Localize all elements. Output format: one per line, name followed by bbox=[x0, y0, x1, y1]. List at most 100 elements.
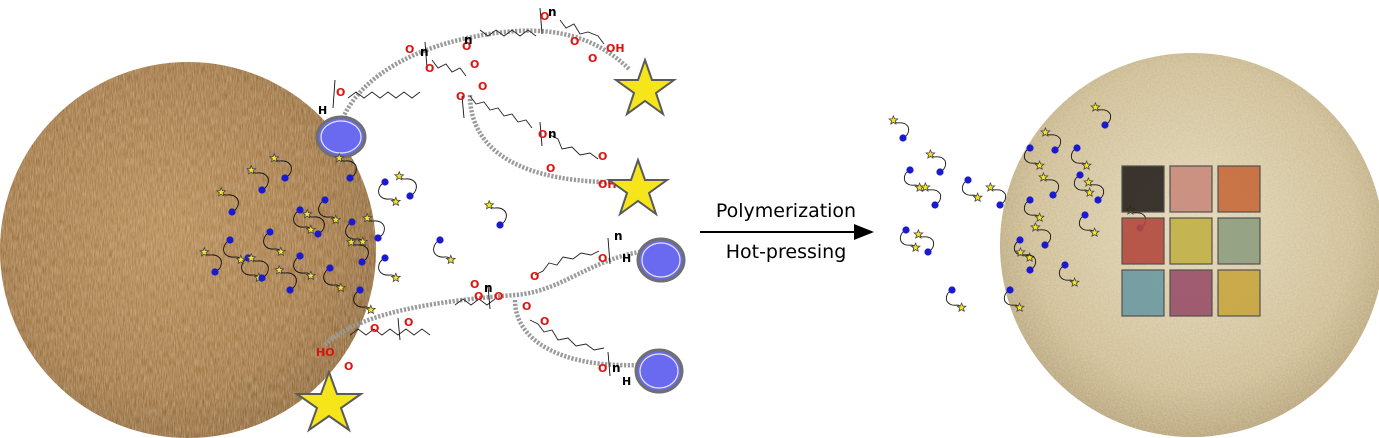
bead-icon bbox=[381, 178, 388, 185]
oxygen-atom: O bbox=[598, 252, 607, 265]
repeat-unit-label: n bbox=[612, 361, 621, 375]
bead-icon bbox=[346, 174, 353, 181]
bead-icon bbox=[356, 286, 363, 293]
oxygen-atom: O bbox=[598, 150, 607, 163]
color-patch bbox=[1170, 166, 1212, 212]
color-patch bbox=[1122, 218, 1164, 264]
arrow-label-bottom: Hot-pressing bbox=[726, 241, 847, 263]
oxygen-atom: O bbox=[456, 90, 465, 103]
repeat-unit-label: n bbox=[614, 229, 623, 243]
bead-icon bbox=[1026, 266, 1033, 273]
oxygen-atom: O bbox=[405, 43, 414, 56]
bead-icon bbox=[902, 226, 909, 233]
oxygen-atom: O bbox=[598, 362, 607, 375]
bead-icon bbox=[1073, 144, 1080, 151]
star-icon bbox=[957, 303, 966, 311]
bead-icon bbox=[936, 168, 943, 175]
repeat-unit-label: n bbox=[548, 127, 557, 141]
repeat-unit-label: n bbox=[464, 33, 473, 47]
oxygen-atom: O bbox=[404, 316, 413, 329]
color-patch bbox=[1170, 270, 1212, 316]
probe-linker bbox=[379, 182, 396, 202]
bead-icon bbox=[948, 286, 955, 293]
bead-icon bbox=[296, 252, 303, 259]
oxygen-atom: O bbox=[546, 162, 555, 175]
repeat-unit-label: n bbox=[484, 281, 493, 295]
star-icon bbox=[367, 305, 376, 313]
oxygen-atom: O bbox=[470, 58, 479, 71]
bead-icon bbox=[281, 174, 288, 181]
color-patch bbox=[1218, 218, 1260, 264]
star-icon bbox=[392, 273, 401, 281]
nanoparticle-icon bbox=[636, 350, 682, 392]
star-icon bbox=[911, 243, 920, 251]
bead-icon bbox=[931, 201, 938, 208]
bead-icon bbox=[1101, 121, 1108, 128]
bead-icon bbox=[326, 264, 333, 271]
bead-icon bbox=[1094, 196, 1101, 203]
bead-icon bbox=[1051, 146, 1058, 153]
repeat-unit-label: n bbox=[420, 45, 429, 59]
oxygen-atom: O bbox=[474, 290, 483, 303]
color-patch-grid bbox=[1122, 166, 1260, 316]
color-patch bbox=[1218, 166, 1260, 212]
oxygen-atom: O bbox=[336, 86, 345, 99]
bead-icon bbox=[348, 218, 355, 225]
oxygen-atom: O bbox=[588, 52, 597, 65]
probe-linker bbox=[434, 240, 451, 260]
bead-icon bbox=[906, 166, 913, 173]
bead-icon bbox=[321, 196, 328, 203]
star-icon bbox=[616, 60, 674, 114]
bead-icon bbox=[258, 186, 265, 193]
hydrogen-terminal: H bbox=[622, 252, 631, 265]
star-icon bbox=[447, 255, 456, 263]
nanoparticle-icon bbox=[638, 239, 684, 281]
color-patch bbox=[1170, 218, 1212, 264]
bead-icon bbox=[228, 208, 235, 215]
bead-icon bbox=[996, 201, 1003, 208]
bead-icon bbox=[258, 274, 265, 281]
acid-group: HO bbox=[316, 346, 335, 359]
bead-icon bbox=[1016, 236, 1023, 243]
color-patch bbox=[1122, 166, 1164, 212]
bead-icon bbox=[1049, 191, 1056, 198]
oxygen-atom: O bbox=[370, 322, 379, 335]
bead-icon bbox=[226, 236, 233, 243]
oxygen-atom: O bbox=[344, 360, 353, 373]
hydrogen-terminal: H bbox=[622, 375, 631, 388]
polymer-chain-top bbox=[333, 8, 630, 182]
oxygen-atom: O bbox=[478, 80, 487, 93]
bead-icon bbox=[1041, 241, 1048, 248]
star-icon bbox=[973, 193, 982, 201]
bead-icon bbox=[266, 228, 273, 235]
paper-disc-left bbox=[0, 62, 376, 438]
bead-icon bbox=[1061, 261, 1068, 268]
acid-group: OH bbox=[606, 42, 625, 55]
hydrogen-terminal: H bbox=[318, 104, 327, 117]
color-patch bbox=[1218, 270, 1260, 316]
bead-icon bbox=[1026, 196, 1033, 203]
oxygen-atoms: O O O O O O O O O O O O O O O O O O O O … bbox=[336, 10, 607, 375]
bead-icon bbox=[964, 176, 971, 183]
bead-icon bbox=[314, 230, 321, 237]
arrow-label-top: Polymerization bbox=[716, 200, 856, 222]
probe-linker bbox=[379, 258, 396, 278]
bead-icon bbox=[211, 268, 218, 275]
oxygen-atom: O bbox=[522, 300, 531, 313]
bead-icon bbox=[374, 234, 381, 241]
bead-icon bbox=[1026, 144, 1033, 151]
nanoparticle-icon bbox=[317, 117, 365, 157]
color-patch bbox=[1122, 270, 1164, 316]
bead-icon bbox=[1006, 286, 1013, 293]
bead-icon bbox=[1076, 171, 1083, 178]
bead-icon bbox=[358, 258, 365, 265]
bead-icon bbox=[496, 221, 503, 228]
bead-icon bbox=[286, 286, 293, 293]
oxygen-atom: O bbox=[570, 35, 579, 48]
oxygen-atom: O bbox=[494, 290, 503, 303]
star-icon bbox=[392, 197, 401, 205]
oxygen-atom: O bbox=[540, 315, 549, 328]
bead-icon bbox=[1081, 211, 1088, 218]
bead-icon bbox=[381, 254, 388, 261]
oxygen-atom: O bbox=[530, 270, 539, 283]
